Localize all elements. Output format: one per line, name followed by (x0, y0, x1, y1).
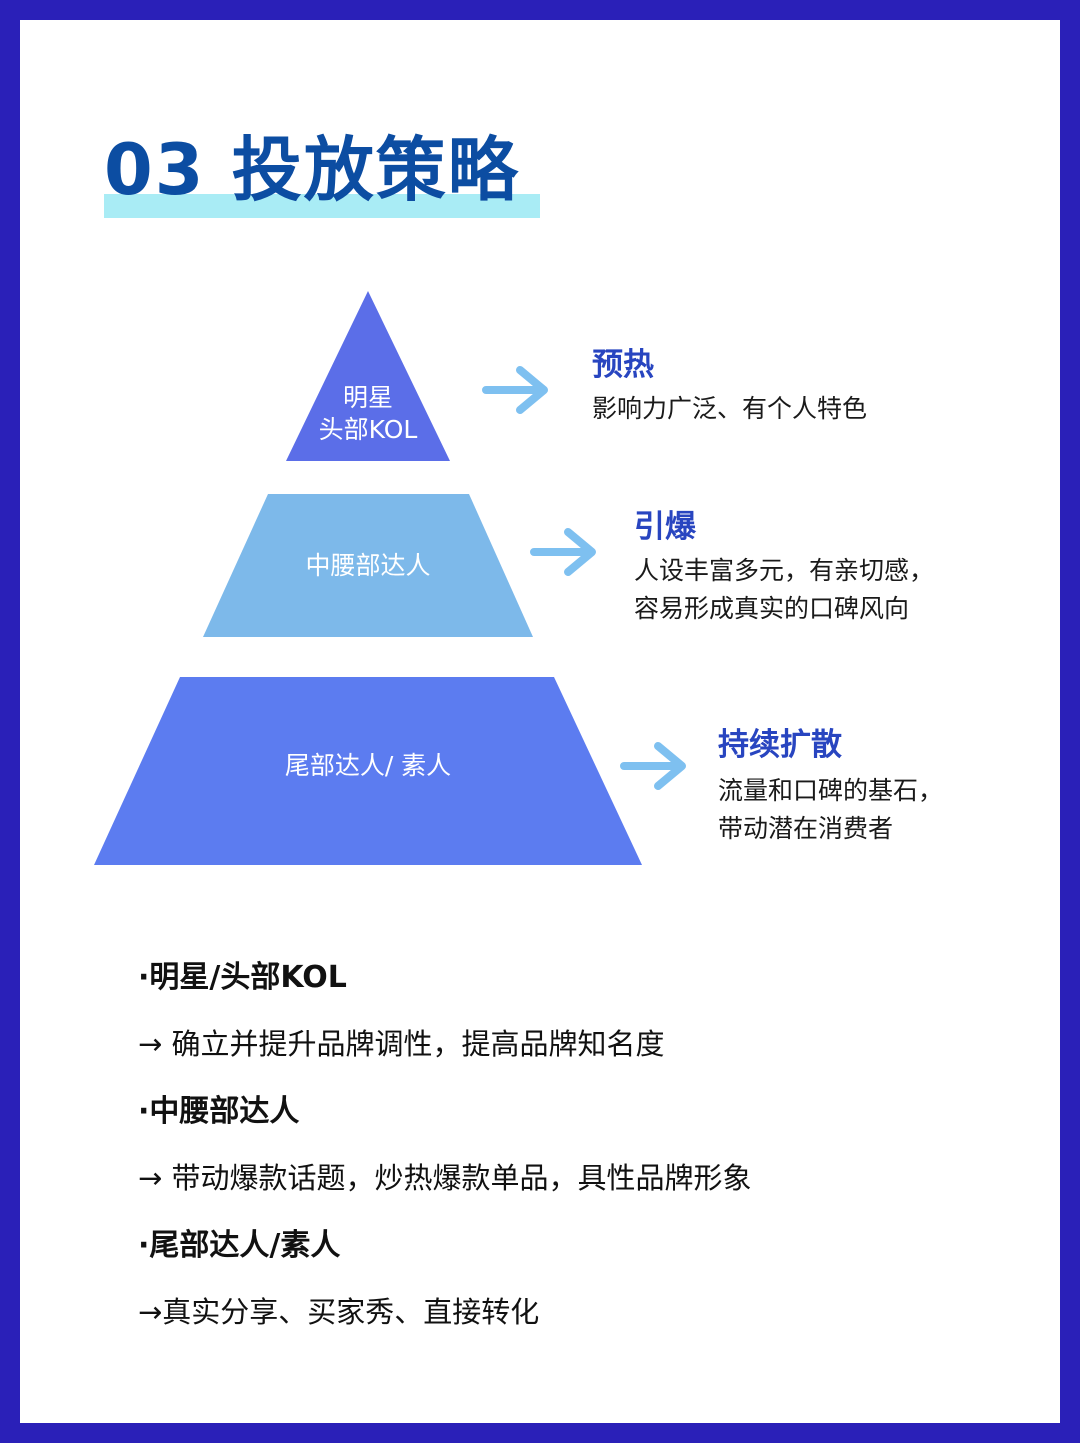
arrow-right-icon (530, 528, 596, 576)
arrow-right-icon (482, 366, 548, 414)
stage-heading-spread: 持续扩散 (718, 727, 842, 763)
summary-heading-bottom: ·尾部达人/素人 (138, 1228, 341, 1263)
summary-list: ·明星/头部KOL → 确立并提升品牌调性，提高品牌知名度 ·中腰部达人 → 带… (138, 955, 1018, 1357)
stage-description-spread: 流量和口碑的基石， 带动潜在消费者 (718, 776, 944, 843)
pyramid-tier-bottom (94, 677, 642, 865)
stage-heading-warmup: 预热 (592, 347, 654, 383)
summary-heading-top: ·明星/头部KOL (138, 960, 347, 995)
pyramid-diagram (94, 291, 642, 865)
title-block: 03 投放策略 (104, 128, 540, 228)
stage-description-warmup: 影响力广泛、有个人特色 (592, 394, 868, 423)
page-title: 03 投放策略 (104, 129, 520, 211)
stage-description-ignite: 人设丰富多元，有亲切感， 容易形成真实的口碑风向 (634, 556, 935, 623)
summary-text-top: → 确立并提升品牌调性，提高品牌知名度 (138, 1027, 665, 1061)
stage-heading-ignite: 引爆 (634, 509, 696, 545)
summary-heading-middle: ·中腰部达人 (138, 1094, 300, 1129)
tier-label-bottom: 尾部达人/ 素人 (284, 751, 452, 780)
summary-text-middle: → 带动爆款话题，炒热爆款单品，具性品牌形象 (138, 1161, 752, 1195)
title-highlight-bar (104, 194, 540, 218)
pyramid-tier-middle (203, 494, 533, 637)
tier-label-middle: 中腰部达人 (305, 551, 431, 580)
pyramid-tier-top (286, 291, 450, 461)
content-card: 03 投放策略 明星 头部KOL 中腰部达人 尾部达人/ 素人 预热 影响力广泛… (20, 20, 1060, 1423)
tier-label-top: 明星 头部KOL (318, 383, 418, 444)
summary-text-bottom: →真实分享、买家秀、直接转化 (138, 1295, 540, 1329)
arrow-right-icon (620, 742, 686, 790)
